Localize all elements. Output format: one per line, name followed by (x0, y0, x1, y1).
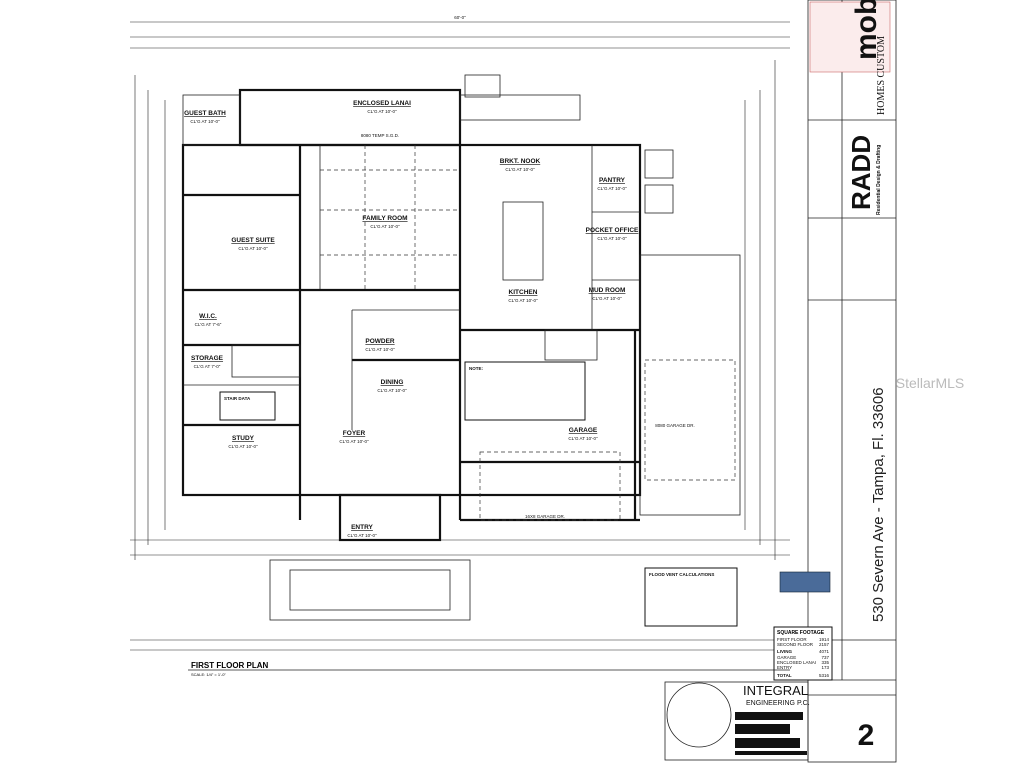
svg-text:CL'G AT 10'-0": CL'G AT 10'-0" (592, 296, 622, 301)
svg-text:5316: 5316 (819, 673, 830, 678)
watermark: StellarMLS (896, 375, 964, 391)
permit-stamp (809, 1, 891, 73)
room-wic: W.I.C. (199, 313, 217, 320)
svg-text:CL'G AT 10'-0": CL'G AT 10'-0" (347, 533, 377, 538)
room-family-room: FAMILY ROOM (362, 215, 407, 222)
svg-text:CL'G AT 7'-6": CL'G AT 7'-6" (195, 322, 222, 327)
room-foyer: FOYER (343, 430, 366, 437)
title-block-frame (807, 0, 897, 763)
room-labels: GUEST BATH CL'G AT 10'-0" ENCLOSED LANAI… (184, 100, 639, 538)
stair-data-box (219, 391, 276, 421)
svg-text:CL'G AT 10'-0": CL'G AT 10'-0" (365, 347, 395, 352)
svg-text:FLOOD VENT CALCULATIONS: FLOOD VENT CALCULATIONS (649, 572, 714, 577)
dimension-lines (130, 21, 790, 651)
svg-text:NOTE:: NOTE: (469, 366, 484, 371)
svg-text:SQUARE FOOTAGE: SQUARE FOOTAGE (777, 630, 825, 636)
room-enclosed-lanai: ENCLOSED LANAI (353, 100, 411, 107)
svg-text:CL'G AT 10'-0": CL'G AT 10'-0" (508, 298, 538, 303)
room-mud-room: MUD ROOM (589, 287, 626, 294)
svg-text:173: 173 (821, 665, 829, 670)
svg-text:1914: 1914 (819, 637, 830, 642)
svg-text:CL'G AT 10'-0": CL'G AT 10'-0" (367, 109, 397, 114)
builder-logo: mobley (850, 0, 883, 60)
svg-text:STAIR DATA: STAIR DATA (224, 396, 251, 401)
room-guest-suite: GUEST SUITE (231, 237, 275, 244)
kitchen-island (502, 201, 544, 281)
exterior-walls (181, 88, 741, 542)
svg-text:4071: 4071 (819, 649, 830, 654)
svg-text:ENTRY: ENTRY (777, 665, 792, 670)
svg-text:ENCLOSED LANAI: ENCLOSED LANAI (777, 660, 816, 665)
garage-note-box (464, 361, 586, 421)
room-entry: ENTRY (351, 524, 373, 531)
side-garage-door-label: 8080 GARAGE DR. (655, 423, 695, 428)
room-dining: DINING (381, 379, 404, 386)
ac-unit (644, 184, 674, 214)
garage-door-label: 16X8 GARAGE DR. (525, 514, 565, 519)
svg-text:CL'G AT 10'-0": CL'G AT 10'-0" (370, 224, 400, 229)
svg-text:CL'G AT 10'-0": CL'G AT 10'-0" (238, 246, 268, 251)
stairs (231, 74, 598, 378)
entry-steps (269, 559, 471, 621)
sliding-door-label: 8080 TEMP S.G.D. (361, 133, 399, 138)
svg-text:CL'G AT 10'-0": CL'G AT 10'-0" (568, 436, 598, 441)
room-kitchen: KITCHEN (509, 289, 538, 296)
room-garage: GARAGE (569, 427, 598, 434)
plan-title: FIRST FLOOR PLAN (191, 661, 269, 670)
svg-text:CL'G AT 7'-0": CL'G AT 7'-0" (194, 364, 221, 369)
square-footage-table: SQUARE FOOTAGE FIRST FLOOR 1914 SECOND FL… (773, 626, 833, 681)
room-pocket-office: POCKET OFFICE (586, 227, 639, 234)
flood-vent-box (644, 567, 738, 627)
svg-text:CL'G AT 10'-0": CL'G AT 10'-0" (597, 186, 627, 191)
room-storage: STORAGE (191, 355, 224, 362)
room-study: STUDY (232, 435, 255, 442)
svg-text:CL'G AT 10'-0": CL'G AT 10'-0" (228, 444, 258, 449)
designer-subtitle: Residential Design & Drafting (876, 145, 882, 215)
svg-text:CL'G AT 10'-0": CL'G AT 10'-0" (505, 167, 535, 172)
svg-text:FIRST FLOOR: FIRST FLOOR (777, 637, 807, 642)
svg-text:SECOND FLOOR: SECOND FLOOR (777, 642, 814, 647)
svg-text:CL'G AT 10'-0": CL'G AT 10'-0" (190, 119, 220, 124)
svg-text:CL'G AT 10'-0": CL'G AT 10'-0" (597, 236, 627, 241)
plan-scale: SCALE: 1/4" = 1'-0" (191, 672, 226, 677)
engineer-stamp-block: INTEGRAL ENGINEERING P.C. (664, 681, 810, 761)
project-address: 530 Severn Ave - Tampa, Fl. 33606 (870, 387, 887, 622)
compliance-badge (779, 571, 831, 593)
builder-subtitle: HOMES CUSTOM (876, 36, 887, 115)
svg-text:TOTAL: TOTAL (777, 673, 792, 678)
svg-text:INTEGRAL: INTEGRAL (743, 683, 808, 698)
seal-circle (666, 682, 732, 748)
svg-text:GARAGE: GARAGE (777, 655, 796, 660)
svg-text:LIVING: LIVING (777, 649, 793, 654)
svg-text:CL'G AT 10'-0": CL'G AT 10'-0" (377, 388, 407, 393)
beams-dashed (320, 145, 736, 521)
svg-text:CL'G AT 10'-0": CL'G AT 10'-0" (339, 439, 369, 444)
designer-logo: RADD (846, 135, 876, 210)
svg-text:2157: 2157 (819, 642, 830, 647)
sheet-number: 2 (858, 719, 875, 752)
interior-walls (183, 145, 640, 522)
svg-text:ENGINEERING P.C.: ENGINEERING P.C. (746, 700, 810, 707)
svg-text:335: 335 (821, 660, 829, 665)
room-pantry: PANTRY (599, 177, 626, 184)
svg-text:737: 737 (821, 655, 829, 660)
room-brkt-nook: BRKT. NOOK (500, 158, 541, 165)
overall-dimension: 60'-0" (454, 15, 466, 20)
room-guest-bath: GUEST BATH (184, 110, 226, 117)
room-powder: POWDER (365, 338, 395, 345)
ac-unit (644, 149, 674, 179)
